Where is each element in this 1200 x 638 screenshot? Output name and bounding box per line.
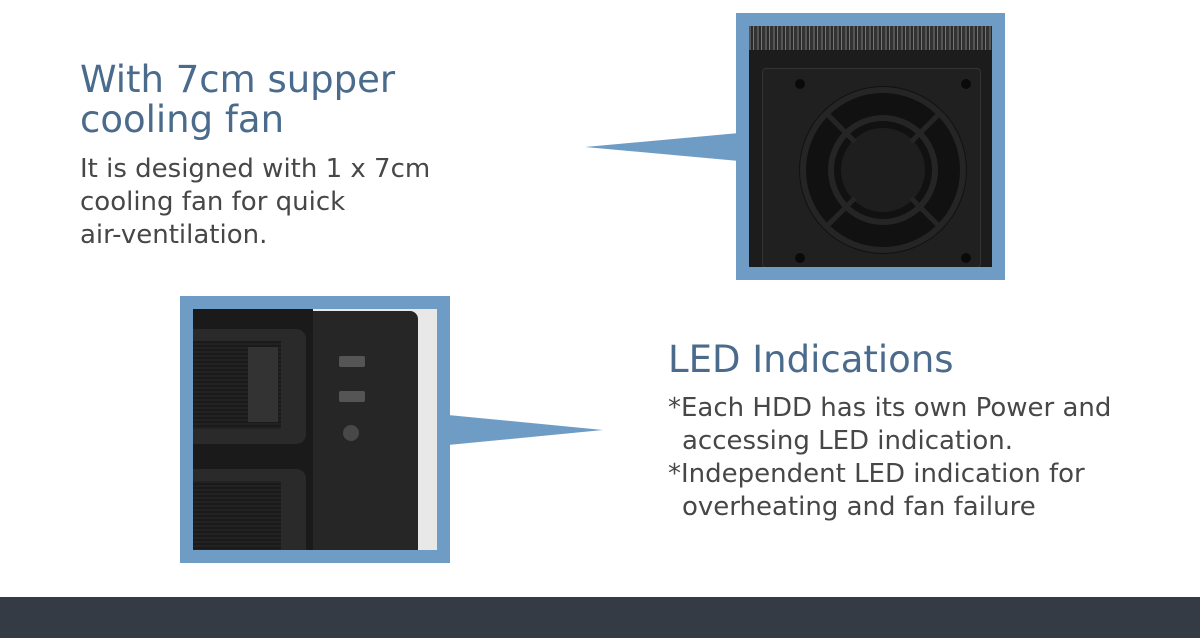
led-image bbox=[193, 309, 437, 550]
led-callout-pointer bbox=[448, 415, 603, 445]
led-description: *Each HDD has its own Power and accessin… bbox=[668, 392, 1111, 524]
led-panel bbox=[313, 311, 418, 550]
drive-tray-1 bbox=[193, 329, 306, 444]
fan-description: It is designed with 1 x 7cm cooling fan … bbox=[80, 153, 430, 252]
fan-desc-line3: air-ventilation. bbox=[80, 220, 268, 250]
fan-image-frame bbox=[736, 13, 1005, 280]
fan-title-line2: cooling fan bbox=[80, 98, 285, 141]
led-bullet1-line2: accessing LED indication. bbox=[682, 426, 1014, 456]
led-image-frame bbox=[180, 296, 450, 563]
led-bullet2-line2: overheating and fan failure bbox=[682, 492, 1036, 522]
fan-desc-line1: It is designed with 1 x 7cm bbox=[80, 154, 431, 184]
drive-tray-2 bbox=[193, 469, 306, 550]
fan-title: With 7cm supper cooling fan bbox=[80, 60, 395, 140]
led-title: LED Indications bbox=[668, 338, 954, 381]
access-led-icon bbox=[339, 391, 365, 402]
led-bullet1-line1: *Each HDD has its own Power and bbox=[668, 393, 1112, 423]
led-bullet2-line1: *Independent LED indication for bbox=[668, 459, 1085, 489]
fan-status-led-icon bbox=[343, 425, 359, 441]
fan-icon bbox=[795, 79, 971, 263]
fan-title-line1: With 7cm supper bbox=[80, 58, 396, 101]
power-led-icon bbox=[339, 356, 365, 367]
top-grille bbox=[749, 26, 992, 50]
fan-callout-pointer bbox=[585, 132, 750, 162]
footer-bar bbox=[0, 597, 1200, 638]
fan-desc-line2: cooling fan for quick bbox=[80, 187, 346, 217]
fan-image bbox=[749, 26, 992, 267]
